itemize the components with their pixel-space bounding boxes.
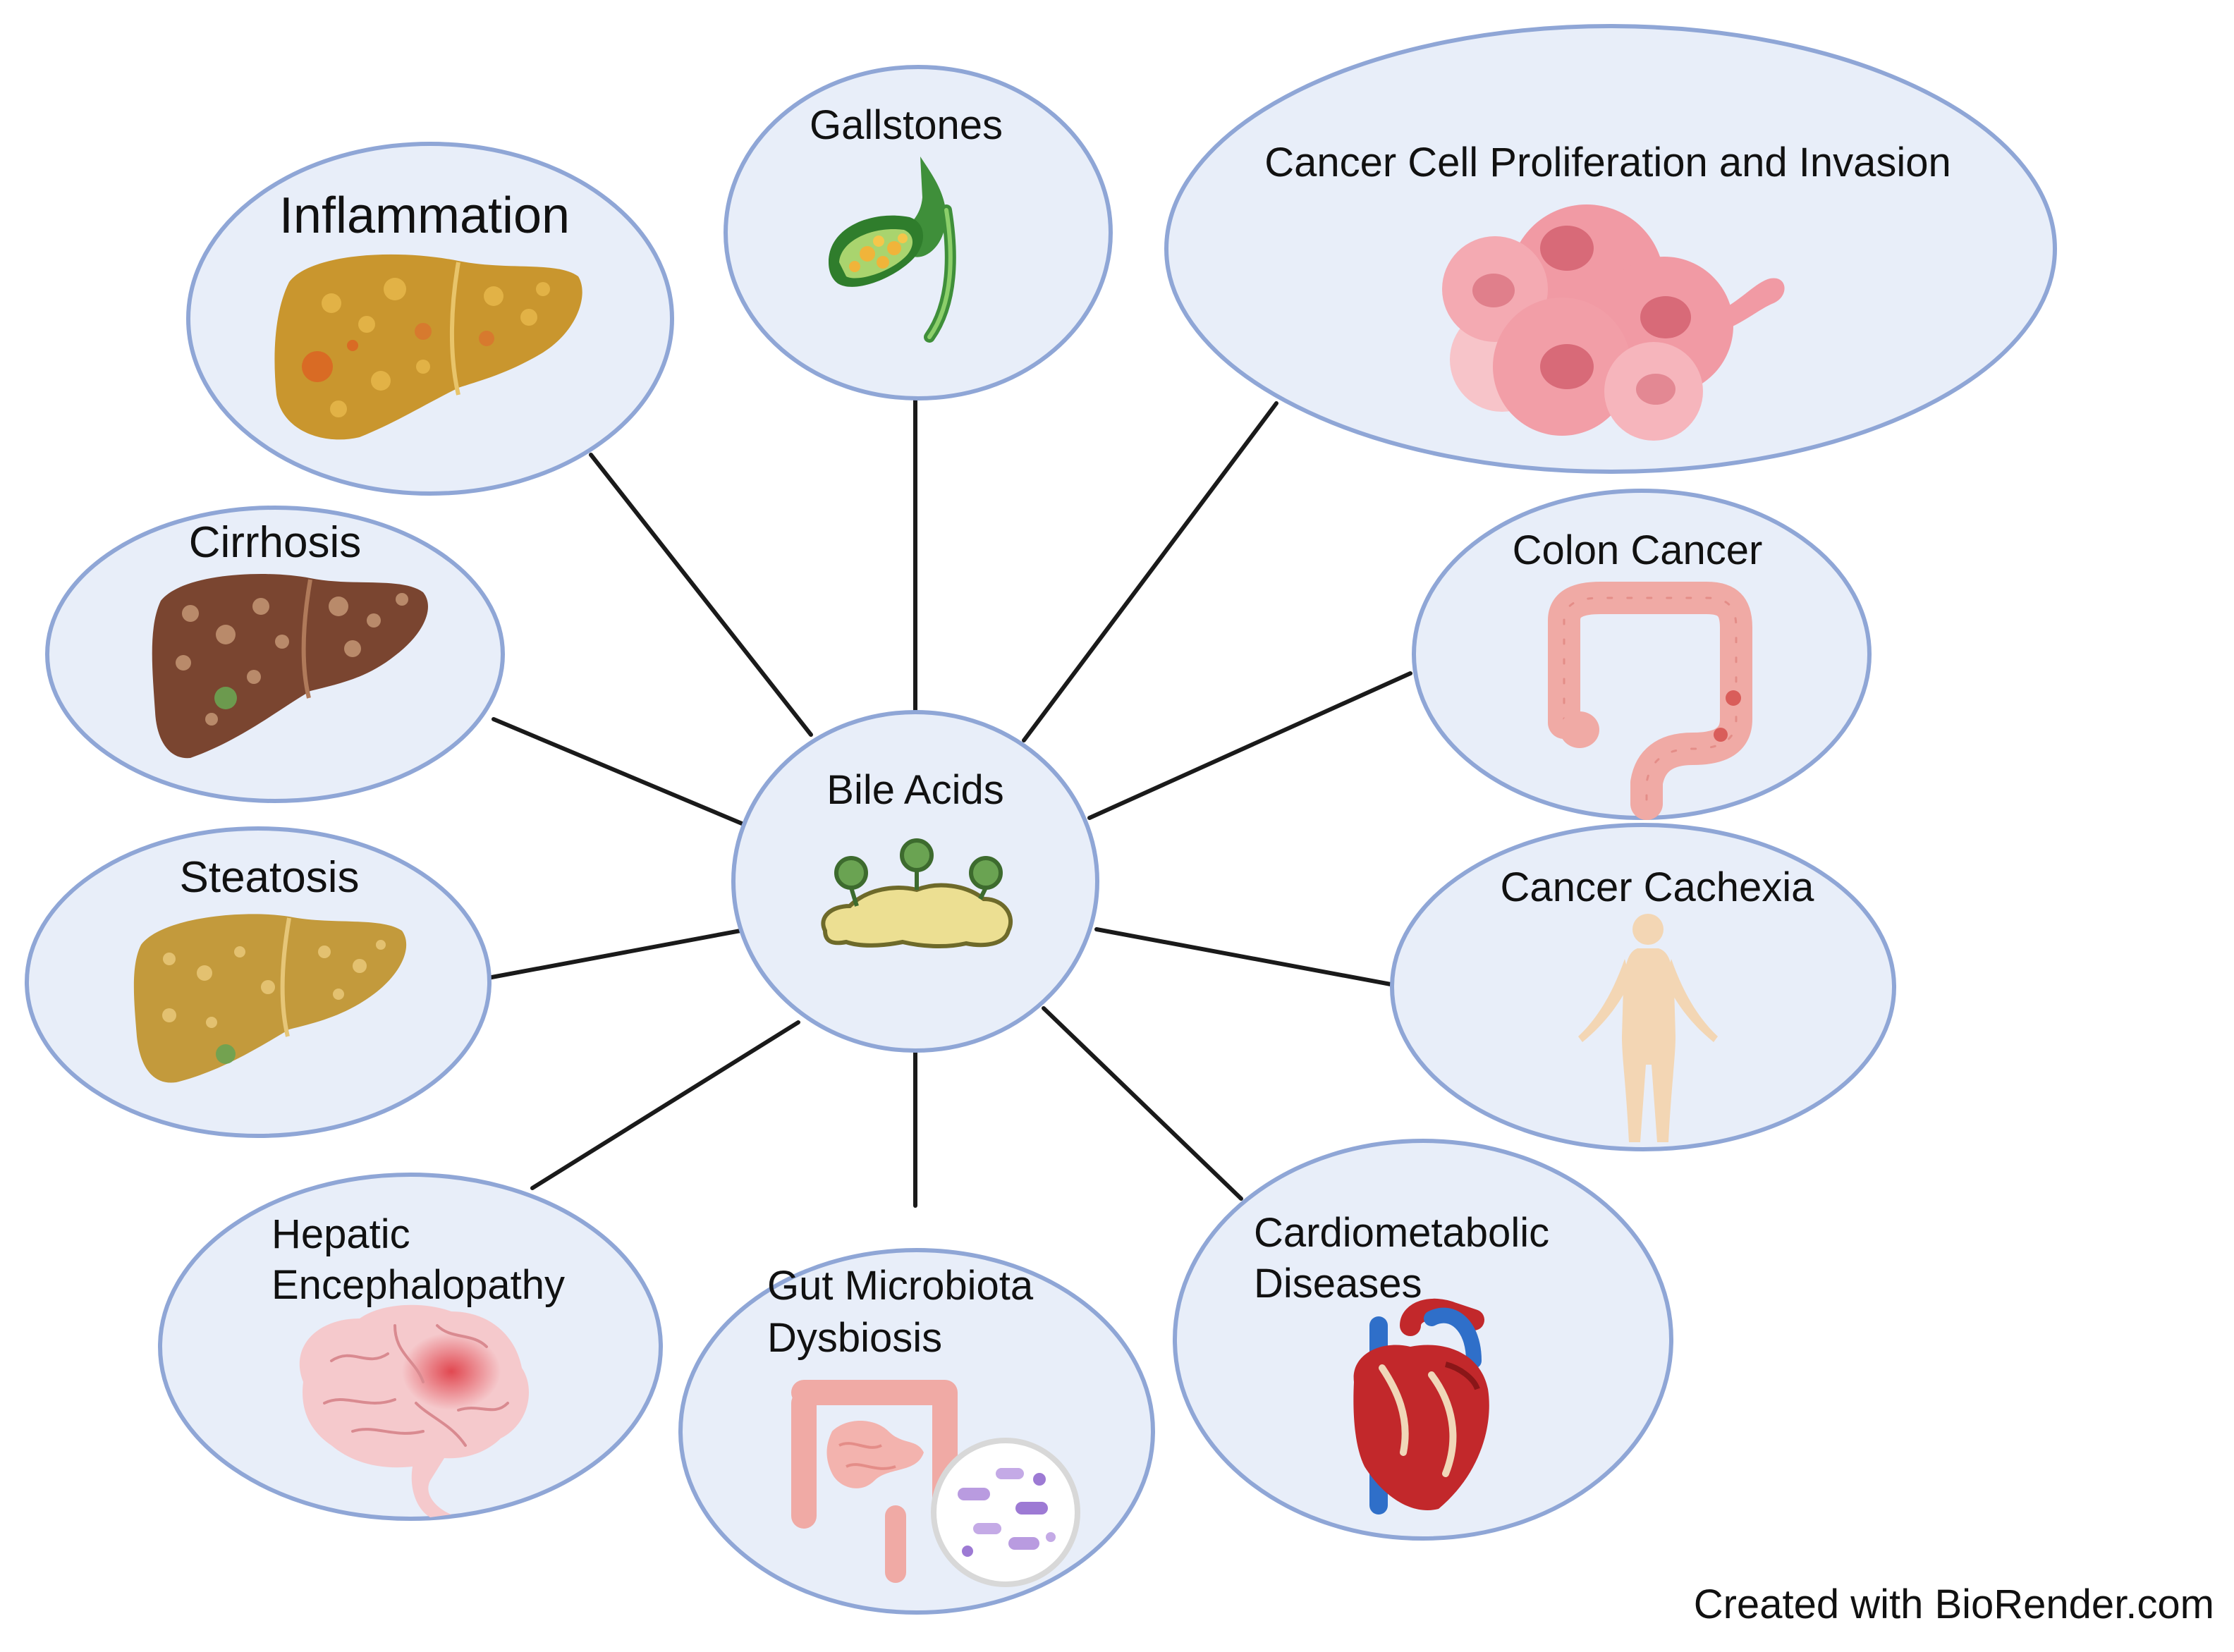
cirrhotic-liver-icon [152, 574, 428, 759]
label-inflammation: Inflammation [279, 188, 570, 244]
node-cardiometabolic[interactable]: Cardiometabolic Diseases [1173, 1139, 1673, 1541]
cancer-cells-icon [1442, 204, 1785, 441]
label-gut-dysbiosis: Gut Microbiota Dysbiosis [767, 1263, 1044, 1361]
edge-cancer-cachexia [1094, 927, 1393, 986]
label-cardiometabolic-line-1: Cardiometabolic [1254, 1210, 1549, 1256]
label-cardiometabolic-line-2: Diseases [1254, 1261, 1422, 1307]
label-colon-cancer: Colon Cancer [1513, 527, 1763, 573]
node-cancer-cachexia[interactable]: Cancer Cachexia [1390, 823, 1896, 1151]
edge-colon-cancer [1087, 671, 1412, 820]
brain-icon [299, 1304, 529, 1517]
node-bile-acids[interactable]: Bile Acids [731, 710, 1099, 1053]
label-gallstones: Gallstones [810, 102, 1003, 148]
intestine-microbiota-icon [791, 1380, 1080, 1587]
edge-cardiometabolic [1042, 1006, 1243, 1201]
node-steatosis[interactable]: Steatosis [25, 826, 492, 1138]
edge-hepatic-encephalopathy [530, 1020, 800, 1190]
label-cancer-cachexia: Cancer Cachexia [1501, 864, 1815, 910]
heart-icon [1353, 1298, 1489, 1515]
node-cirrhosis[interactable]: Cirrhosis [45, 506, 505, 803]
label-gut-dysbiosis-line-2: Dysbiosis [767, 1315, 942, 1361]
bile-acid-molecule-icon [821, 838, 1013, 949]
label-gut-dysbiosis-line-1: Gut Microbiota [767, 1263, 1034, 1309]
gallbladder-icon [829, 157, 956, 343]
label-cirrhosis: Cirrhosis [189, 518, 362, 567]
label-cardiometabolic: Cardiometabolic Diseases [1254, 1210, 1561, 1307]
label-hepatic-encephalopathy: Hepatic Encephalopathy [271, 1211, 565, 1308]
edge-steatosis [486, 929, 743, 980]
node-inflammation[interactable]: Inflammation [186, 142, 674, 496]
edge-cancer-proliferation [1022, 401, 1278, 742]
node-colon-cancer[interactable]: Colon Cancer [1412, 489, 1872, 820]
footer-credit: Created with BioRender.com [1694, 1581, 2214, 1627]
inflamed-liver-icon [274, 254, 582, 440]
label-hepatic-encephalopathy-line-2: Encephalopathy [271, 1262, 565, 1308]
bubble-cardiometabolic [1173, 1139, 1673, 1541]
label-steatosis: Steatosis [179, 853, 359, 902]
edge-inflammation [589, 453, 813, 737]
edge-cirrhosis [492, 717, 744, 826]
node-cancer-proliferation[interactable]: Cancer Cell Proliferation and Invasion [1164, 24, 2057, 474]
label-bile-acids: Bile Acids [826, 767, 1003, 813]
edges [486, 396, 1412, 1208]
node-hepatic-encephalopathy[interactable]: Hepatic Encephalopathy [158, 1173, 663, 1521]
fatty-liver-icon [133, 914, 407, 1083]
node-gut-dysbiosis[interactable]: Gut Microbiota Dysbiosis [678, 1248, 1155, 1615]
label-cancer-proliferation: Cancer Cell Proliferation and Invasion [1264, 140, 1951, 185]
colon-icon [1548, 582, 1752, 820]
node-gallstones[interactable]: Gallstones [724, 65, 1113, 400]
label-hepatic-encephalopathy-line-1: Hepatic [271, 1211, 410, 1257]
human-body-icon [1578, 914, 1718, 1142]
